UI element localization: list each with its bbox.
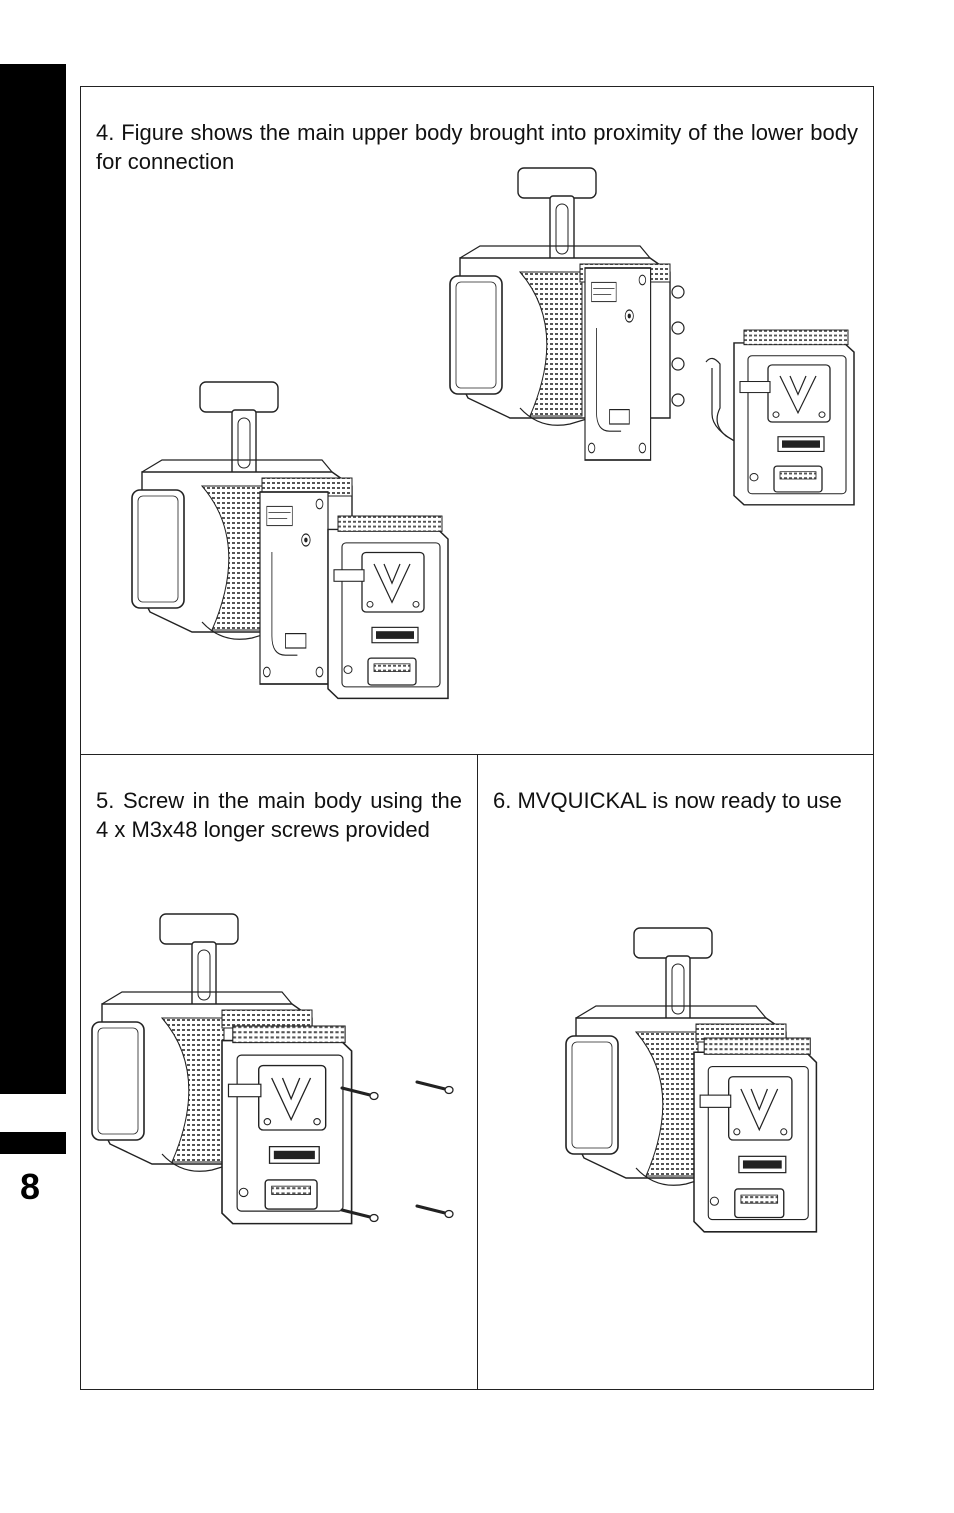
step-4-proximity-illustration	[131, 381, 449, 700]
side-tab	[0, 64, 66, 1094]
step-4-text: 4. Figure shows the main upper body brou…	[96, 120, 858, 174]
side-tab-marker	[0, 1132, 66, 1154]
step-6-text: 6. MVQUICKAL is now ready to use	[493, 788, 842, 813]
screw-icon	[340, 1080, 455, 1223]
step-5-screw-illustration	[91, 913, 455, 1225]
page-number: 8	[20, 1166, 41, 1207]
column-divider	[477, 754, 478, 1390]
step-6-assembled-illustration	[565, 927, 818, 1233]
step-5-text: 5. Screw in the main body using the 4 x …	[96, 788, 462, 842]
step-4-exploded-illustration	[449, 167, 855, 506]
